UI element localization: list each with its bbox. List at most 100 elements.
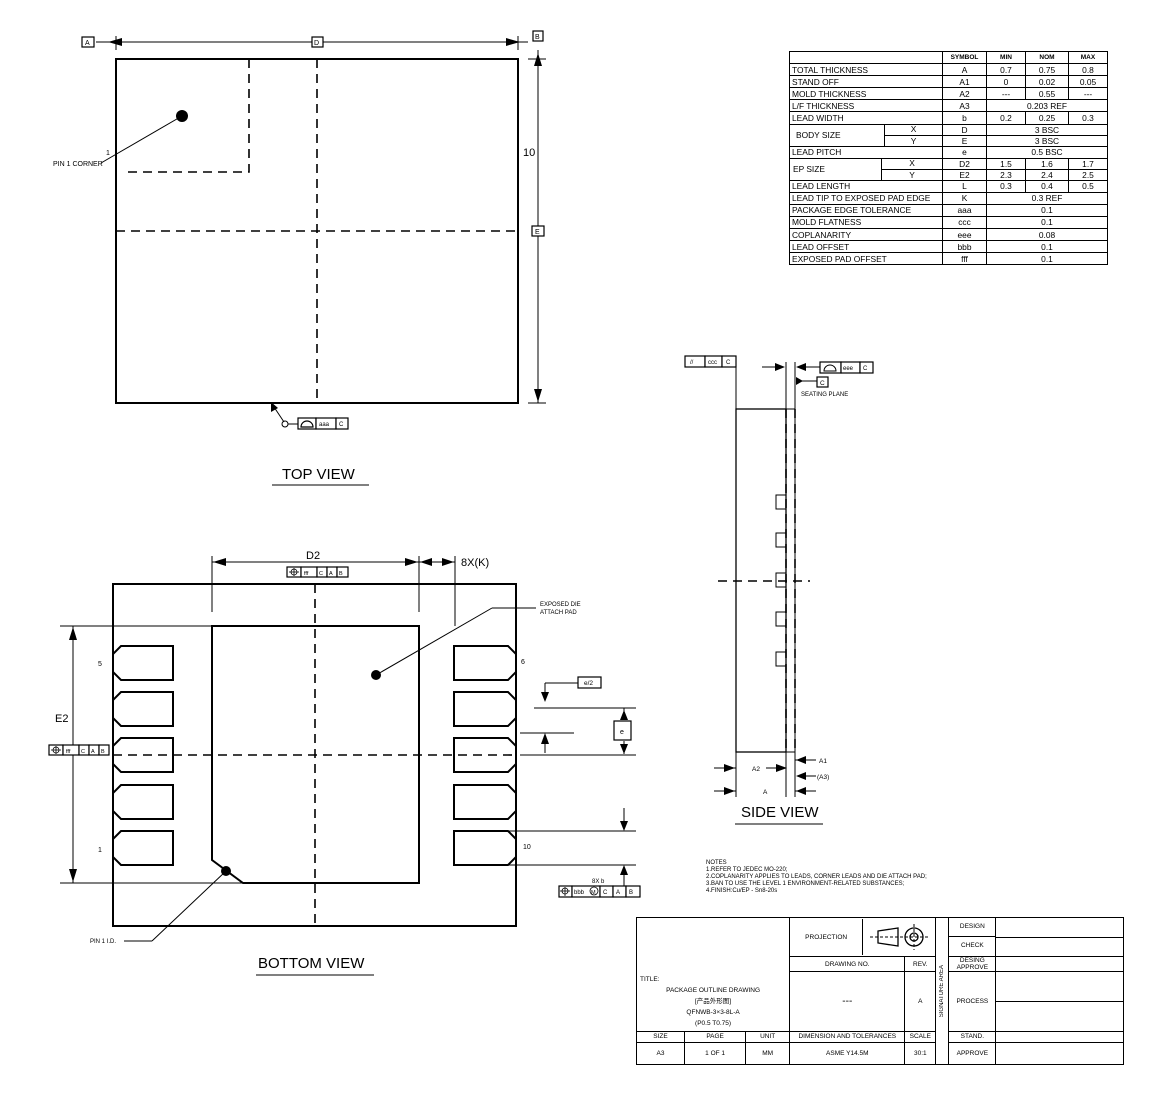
side-view-title: SIDE VIEW <box>741 804 819 821</box>
spec-name: LEAD OFFSET <box>789 240 943 254</box>
spec-symbol: bbb <box>942 240 987 254</box>
drawing-notes: NOTES 1.REFER TO JEDEC MO-220; 2.COPLANA… <box>706 860 927 894</box>
sig-desing-approve: DESING APPROVE <box>948 956 997 972</box>
spec-max: 0.05 <box>1068 75 1108 89</box>
k-label: 8X(K) <box>461 557 489 569</box>
d2-label: D2 <box>306 550 320 562</box>
spec-nom: 1.6 <box>1026 159 1068 170</box>
a-label: A <box>763 789 768 796</box>
sig-process: PROCESS <box>948 971 997 1032</box>
sig-design: DESIGN <box>949 918 996 937</box>
spec-value: 0.1 <box>986 203 1108 217</box>
fcf-ccc-ref: C <box>726 360 731 366</box>
spec-symbol: K <box>942 191 987 205</box>
sig-stand: STAND. <box>948 1030 997 1043</box>
spec-nom: 2.4 <box>1041 169 1053 180</box>
exposed-pad <box>211 625 420 884</box>
spec-min: 0.2 <box>986 111 1026 125</box>
unit-value: MM <box>745 1041 791 1065</box>
spec-nom: 0.25 <box>1025 111 1069 125</box>
fcf-ccc-parallel: // <box>690 360 694 366</box>
page-label: PAGE <box>683 1030 747 1043</box>
fcf-bbb-b: B <box>629 890 633 896</box>
spec-name: EXPOSED PAD OFFSET <box>789 252 943 266</box>
spec-name: LEAD PITCH <box>789 145 943 159</box>
spec-symbol: D2 <box>943 159 986 170</box>
fcf-bbb-a: A <box>616 890 620 896</box>
rev-label: REV. <box>904 956 937 972</box>
fcf-e2-fff: fff <box>66 749 71 755</box>
projection-symbol-icon <box>863 922 935 952</box>
pin1-id-label: PIN 1 I.D. <box>90 939 116 945</box>
fcf-d2-a: A <box>329 571 333 577</box>
drawing-title: PACKAGE OUTLINE DRAWING <box>666 986 761 994</box>
scale-value: 30:1 <box>904 1041 937 1065</box>
exposed-pad-label-2: ATTACH PAD <box>540 610 577 616</box>
spec-max: 2.5 <box>1082 169 1094 180</box>
fcf-bbb: bbb <box>574 890 585 896</box>
fcf-aaa-ref: C <box>339 422 344 428</box>
spec-value: 0.1 <box>986 215 1108 230</box>
a1-label: A1 <box>819 758 827 765</box>
spec-value: 0.203 REF <box>986 99 1108 113</box>
fcf-e2-b: B <box>101 749 105 755</box>
pin-label-10: 10 <box>523 844 531 851</box>
spec-symbol: A2 <box>942 87 987 101</box>
unit-label: UNIT <box>745 1030 791 1043</box>
spec-symbol: D <box>943 125 986 136</box>
spec-name: LEAD LENGTH <box>789 179 943 193</box>
spec-min: 0.7 <box>986 63 1026 77</box>
spec-symbol: A3 <box>942 99 987 113</box>
spec-value: 0.08 <box>986 228 1108 242</box>
spec-sub: X <box>885 124 942 136</box>
spec-name: LEAD WIDTH <box>789 111 943 125</box>
top-view: A D B 10 E 1 PIN 1 CORNER aaa C TOP VIEW <box>53 30 546 486</box>
spec-header-nom: NOM <box>1025 50 1069 65</box>
pin1-corner-label: PIN 1 CORNER <box>53 161 103 168</box>
spec-name: LEAD TIP TO EXPOSED PAD EDGE <box>789 191 943 205</box>
spec-min: 1.5 <box>987 159 1025 170</box>
fcf-aaa: aaa <box>319 422 330 428</box>
spec-max: 0.3 <box>1068 111 1108 125</box>
fcf-bbb-c: C <box>603 890 608 896</box>
e2-label: E2 <box>55 713 68 725</box>
fcf-eee-ref: C <box>863 366 868 372</box>
spec-symbol: b <box>942 111 987 125</box>
spec-name: TOTAL THICKNESS <box>789 63 943 77</box>
spec-symbol: L <box>942 179 987 193</box>
pin-label-1: 1 <box>98 847 102 854</box>
revision: A <box>904 971 937 1032</box>
spec-nom: 0.4 <box>1025 179 1069 193</box>
spec-name: COPLANARITY <box>789 228 943 242</box>
title-label: TITLE: <box>640 975 660 983</box>
datum-c-label: C <box>820 380 825 387</box>
datum-b-label: B <box>535 34 540 41</box>
spec-min: 2.3 <box>1000 169 1012 180</box>
spec-nom: 0.75 <box>1025 63 1069 77</box>
spec-value: 0.1 <box>986 240 1108 254</box>
spec-symbol: A <box>942 63 987 77</box>
fcf-eee: eee <box>843 366 854 372</box>
spec-max: 0.5 <box>1068 179 1108 193</box>
spec-min: 0 <box>986 75 1026 89</box>
spec-nom: 0.02 <box>1025 75 1069 89</box>
spec-max: 1.7 <box>1069 159 1107 170</box>
a3-label: (A3) <box>817 774 829 781</box>
page-value: 1 OF 1 <box>683 1041 747 1065</box>
top-view-title: TOP VIEW <box>282 466 356 483</box>
fcf-e2-a: A <box>91 749 95 755</box>
exposed-pad-label-1: EXPOSED DIE <box>540 602 581 608</box>
spec-name: L/F THICKNESS <box>789 99 943 113</box>
spec-min: 0.3 <box>986 179 1026 193</box>
e-label: e <box>620 729 624 736</box>
